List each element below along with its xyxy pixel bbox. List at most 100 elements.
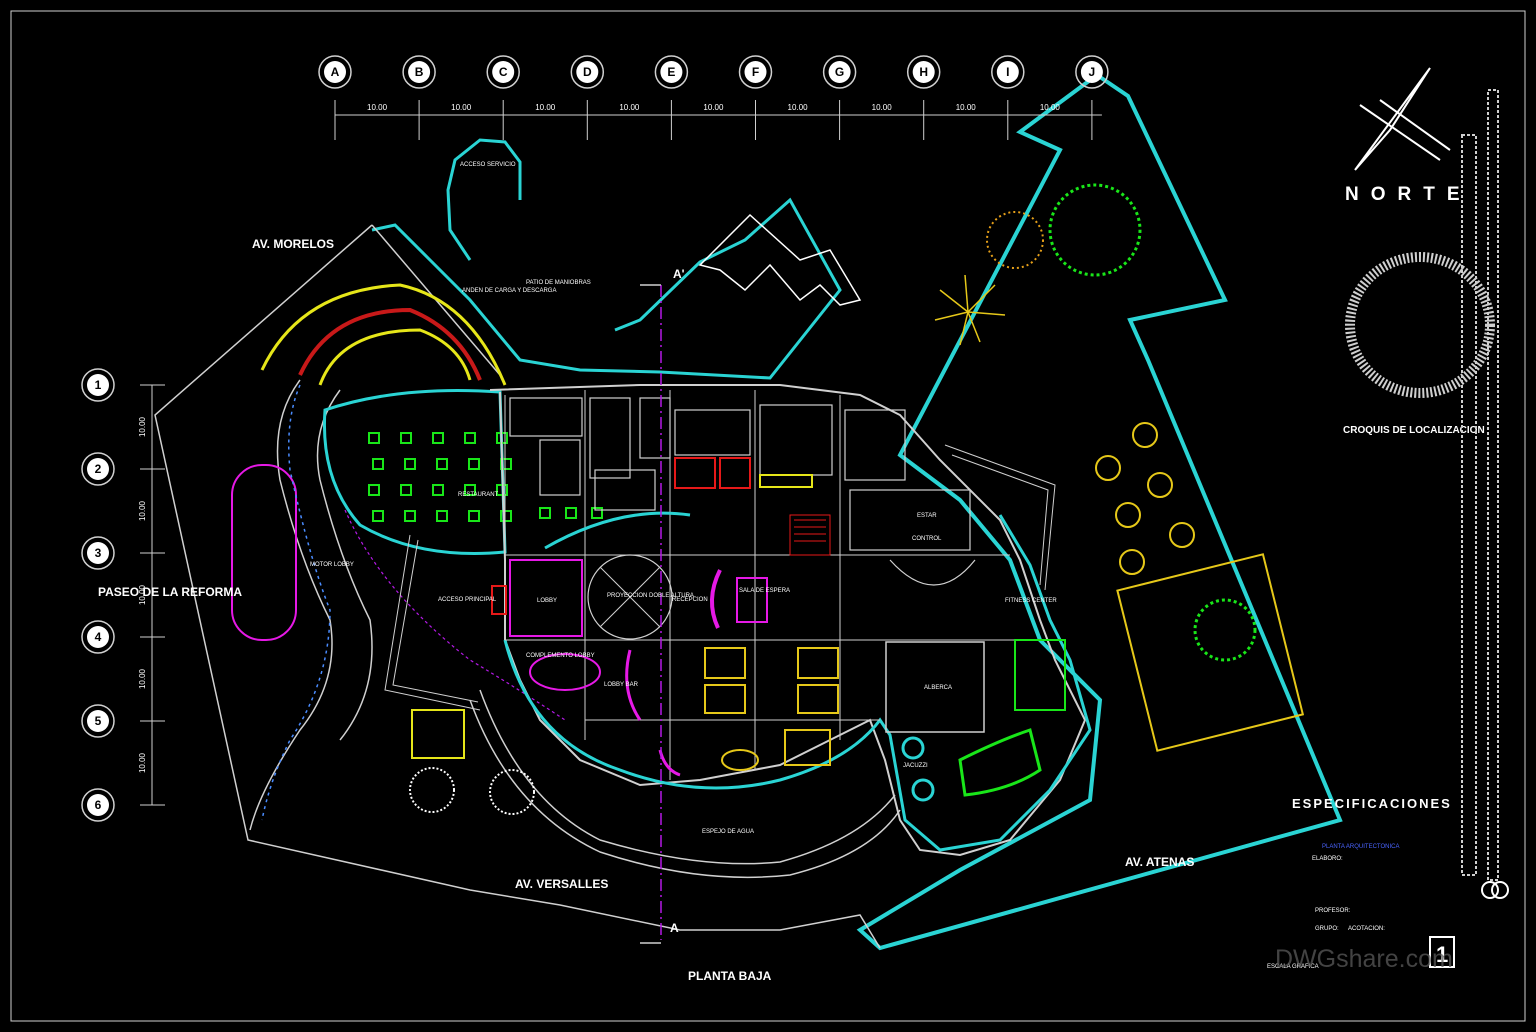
grid-spacing-label: 10.00: [703, 103, 724, 112]
motor-lobby-road-2: [316, 389, 373, 741]
grid-spacing-label: 10.00: [1040, 103, 1061, 112]
motor-lobby-island: [231, 464, 297, 641]
grid-bubble-ring: [81, 620, 115, 654]
street-label-morelos: AV. MORELOS: [252, 237, 334, 251]
restaurant-table: [500, 458, 512, 470]
grid-bubble-ring: [81, 704, 115, 738]
grupo-label: GRUPO:: [1315, 926, 1339, 932]
pool: [885, 641, 985, 733]
restaurant-table: [464, 432, 476, 444]
grid-bubble-label: C: [499, 65, 508, 79]
profesor-label: PROFESOR:: [1315, 908, 1351, 914]
building-outline: [489, 384, 1087, 857]
room-restaurant: RESTAURANT: [458, 492, 499, 498]
shrubs: [1095, 422, 1195, 575]
grid-bubble: [744, 61, 767, 83]
restaurant-lens: [322, 388, 507, 555]
grid-bubble: [660, 61, 683, 83]
restaurant-table: [368, 432, 380, 444]
grid-bubble: [1080, 61, 1103, 83]
grid-spacing-label: 10.00: [367, 103, 388, 112]
restaurant-table: [400, 432, 412, 444]
grid-bubble-ring: [991, 55, 1025, 89]
double-height-cross-2: [599, 566, 661, 628]
title-border-2: [1487, 89, 1499, 881]
lot-outline: [154, 224, 881, 949]
building-cyan-outline: [503, 514, 1092, 852]
parking-curve-yellow-2: [318, 328, 472, 386]
street-label-reforma: PASEO DE LA REFORMA: [98, 585, 242, 599]
offices: [704, 647, 839, 771]
grid-spacing-label: 10.00: [138, 584, 147, 605]
lobby-room: [509, 559, 583, 637]
grid-bubble-ring: [1075, 55, 1109, 89]
driveway-dashed: [261, 384, 331, 821]
grid-bubble-label: F: [752, 65, 759, 79]
restaurant-table: [500, 510, 512, 522]
grid-bubble: [87, 374, 109, 396]
room-recepcion: RECEPCION: [672, 597, 708, 603]
grid-bubble-ring: [822, 55, 857, 89]
title-border-1: [1461, 134, 1477, 876]
counter: [759, 474, 813, 488]
restaurant-table: [404, 510, 416, 522]
room-lobby: LOBBY: [537, 598, 557, 604]
location-sketch: [1345, 252, 1495, 398]
grid-bubble: [87, 542, 109, 564]
restaurant-table: [565, 507, 577, 519]
section-label-top: A': [673, 267, 685, 281]
room-estar: ESTAR: [917, 513, 937, 519]
room-alberca: ALBERCA: [924, 685, 952, 691]
grid-bubble: [324, 61, 346, 83]
restaurant-table: [436, 510, 448, 522]
parking-curve-red: [298, 307, 482, 381]
grid-bubble-ring: [81, 536, 115, 570]
gazebo: [1116, 553, 1305, 752]
restaurant-table: [432, 484, 444, 496]
grid-bubble-label: H: [919, 65, 928, 79]
parking-curve-yellow: [260, 283, 507, 386]
grid-spacing-label: 10.00: [619, 103, 640, 112]
grid-bubble: [87, 458, 109, 480]
courtyard-curve: [544, 511, 691, 550]
lobby-bar-counter: [625, 649, 642, 721]
grid-spacing-label: 10.00: [138, 500, 147, 521]
especificaciones-label: ESPECIFICACIONES: [1292, 796, 1452, 811]
grid-bubble: [576, 61, 599, 83]
restaurant-table: [539, 507, 551, 519]
room-complemento-lobby: COMPLEMENTO LOBBY: [526, 653, 595, 659]
room-jacuzzi: JACUZZI: [903, 763, 928, 769]
grid-bubble: [87, 710, 109, 732]
room-fitness: FITNESS CENTER: [1005, 598, 1057, 604]
grid-bubble: [87, 794, 109, 816]
grid-spacing-label: 10.00: [138, 668, 147, 689]
restaurant-table: [591, 507, 603, 519]
elaboro-label: ELABORO:: [1312, 856, 1343, 862]
grid-bubble: [996, 61, 1019, 83]
grid-bubble-label: 4: [95, 630, 102, 644]
terraces-left: [384, 534, 481, 711]
entry-door: [491, 585, 507, 615]
drawing-border: [10, 10, 1526, 1022]
spa-block: [1014, 639, 1066, 711]
stairs: [789, 514, 831, 556]
drawing-title: PLANTA BAJA: [688, 969, 772, 983]
room-proyeccion: PROYECCION DOBLE ALTURA: [607, 593, 694, 599]
grid-bubble-ring: [81, 368, 115, 402]
tree-cluster: [409, 183, 1257, 815]
grid-bubble-ring: [906, 55, 941, 89]
room-motor-lobby: MOTOR LOBBY: [310, 562, 354, 568]
room-sala-espera: SALA DE ESPERA: [739, 588, 790, 594]
grid-bubble-label: 5: [95, 714, 102, 728]
grid-spacing-label: 10.00: [788, 103, 809, 112]
grid-bubble-ring: [402, 55, 436, 89]
ring-icon-1: [1481, 881, 1499, 899]
grid-bubble-label: J: [1089, 65, 1096, 79]
grid-spacing-label: 10.00: [451, 103, 472, 112]
grid-bubble-ring: [738, 55, 773, 89]
lounge-bench: [529, 653, 601, 691]
street-label-versalles: AV. VERSALLES: [515, 877, 608, 891]
booth: [411, 709, 465, 759]
section-label-bottom: A: [670, 921, 679, 935]
sheet-number: 1: [1436, 942, 1448, 967]
